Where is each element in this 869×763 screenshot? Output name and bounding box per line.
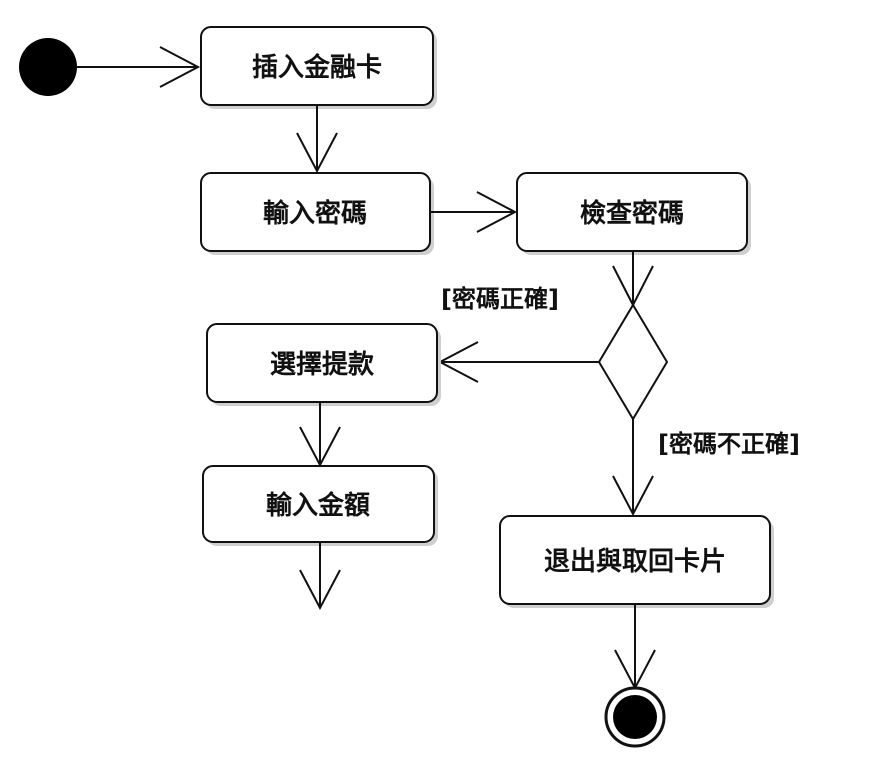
guard-pin-incorrect: [密碼不正確] bbox=[658, 430, 800, 458]
guard-pin-correct: [密碼正確] bbox=[441, 285, 559, 313]
activity-enter-pin: 輸入密碼 bbox=[200, 172, 434, 255]
activity-select-withdraw: 選擇提款 bbox=[206, 323, 441, 406]
activity-enter-amount: 輸入金額 bbox=[202, 465, 438, 546]
activity-exit-return-card-label: 退出與取回卡片 bbox=[544, 547, 726, 577]
edge-decision-to-exit-return-card bbox=[612, 419, 654, 517]
activity-enter-amount-label: 輸入金額 bbox=[266, 490, 370, 521]
edge-decision-to-select-withdraw bbox=[437, 341, 599, 383]
activity-exit-return-card: 退出與取回卡片 bbox=[499, 515, 774, 608]
decision-node bbox=[597, 303, 669, 421]
edge-enter-pin-to-check-pin bbox=[430, 191, 518, 233]
activity-insert-card: 插入金融卡 bbox=[200, 26, 437, 109]
activity-insert-card-label: 插入金融卡 bbox=[252, 52, 382, 83]
edge-select-withdraw-to-enter-amount bbox=[299, 402, 341, 468]
activity-select-withdraw-label: 選擇提款 bbox=[270, 350, 375, 380]
edge-check-pin-to-decision bbox=[612, 251, 654, 308]
edge-insert-card-to-enter-pin bbox=[296, 105, 338, 174]
edge-start-to-insert-card bbox=[77, 46, 201, 88]
initial-node bbox=[19, 38, 77, 96]
activity-check-pin: 檢查密碼 bbox=[516, 172, 751, 255]
activity-enter-pin-label: 輸入密碼 bbox=[263, 198, 367, 229]
activity-check-pin-label: 檢查密碼 bbox=[580, 198, 684, 229]
edge-enter-amount-continuation bbox=[299, 542, 341, 611]
edge-exit-to-final-node bbox=[614, 604, 656, 691]
final-node bbox=[604, 686, 666, 748]
